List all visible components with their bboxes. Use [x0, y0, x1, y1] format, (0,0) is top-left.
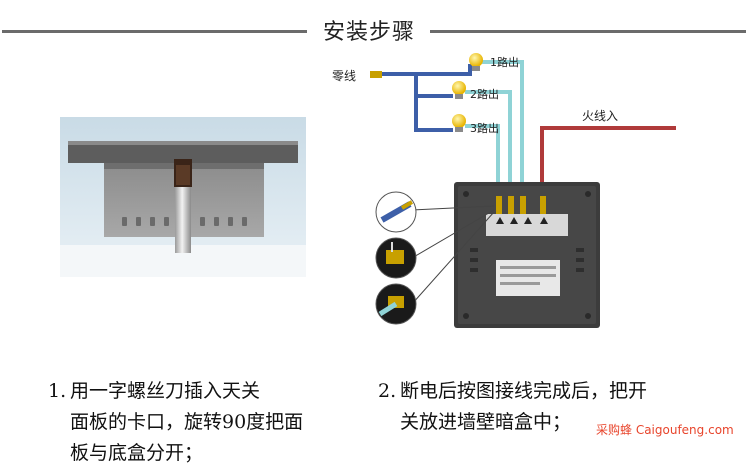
switch-panel-edge: [68, 143, 298, 163]
output-3-label: 3路出: [470, 121, 499, 135]
bulb-3-icon: [452, 114, 466, 132]
step-1-line-2: 面板的卡口，旋转90度把面: [70, 411, 304, 433]
step-2-number: 2.: [378, 380, 397, 402]
terminal-block: [486, 214, 568, 236]
step-2-line-1: 断电后按图接线完成后，把开: [400, 380, 648, 402]
step-1-line-3: 板与底盒分开；: [70, 442, 204, 464]
live-label: 火线入: [582, 109, 618, 123]
bulb-1-icon: [469, 53, 483, 71]
output-2-label: 2路出: [470, 87, 499, 101]
site-watermark: 采购蜂 Caigoufeng.com: [596, 423, 734, 437]
live-wire: [540, 126, 676, 196]
bulb-2-icon: [452, 81, 466, 99]
callout-strip-wire: [375, 191, 417, 233]
screwdriver-shaft: [175, 187, 191, 253]
output-1-label: 1路出: [490, 55, 519, 69]
wiring-diagram: 零线 火线入 1路出 2路出 3路出: [332, 53, 676, 328]
callout-insert-wire: [375, 237, 417, 279]
callout-leaders: [411, 205, 495, 305]
neutral-wires: [378, 64, 472, 132]
callout-tighten-screw: [375, 283, 417, 325]
step-2-line-2: 关放进墙壁暗盒中；: [400, 411, 572, 433]
step-1-text: 1.用一字螺丝刀插入天关 面板的卡口，旋转90度把面 板与底盒分开；: [48, 376, 348, 469]
panel-removal-illustration: [60, 117, 306, 277]
step-1-number: 1.: [48, 380, 67, 402]
switch-panel-back: [454, 182, 600, 328]
product-label-sticker: [496, 260, 560, 296]
step-1-line-1: 用一字螺丝刀插入天关: [70, 380, 261, 402]
neutral-label: 零线: [332, 69, 356, 83]
step-2-text: 2.断电后按图接线完成后，把开 关放进墙壁暗盒中；: [378, 376, 698, 438]
base-vent-slots: [122, 217, 247, 226]
output-wires: [465, 60, 524, 196]
header-rule-left: [2, 30, 307, 33]
neutral-terminal-end: [370, 71, 382, 78]
section-header: 安装步骤: [0, 0, 749, 60]
section-title: 安装步骤: [322, 20, 415, 45]
header-rule-right: [430, 30, 746, 33]
